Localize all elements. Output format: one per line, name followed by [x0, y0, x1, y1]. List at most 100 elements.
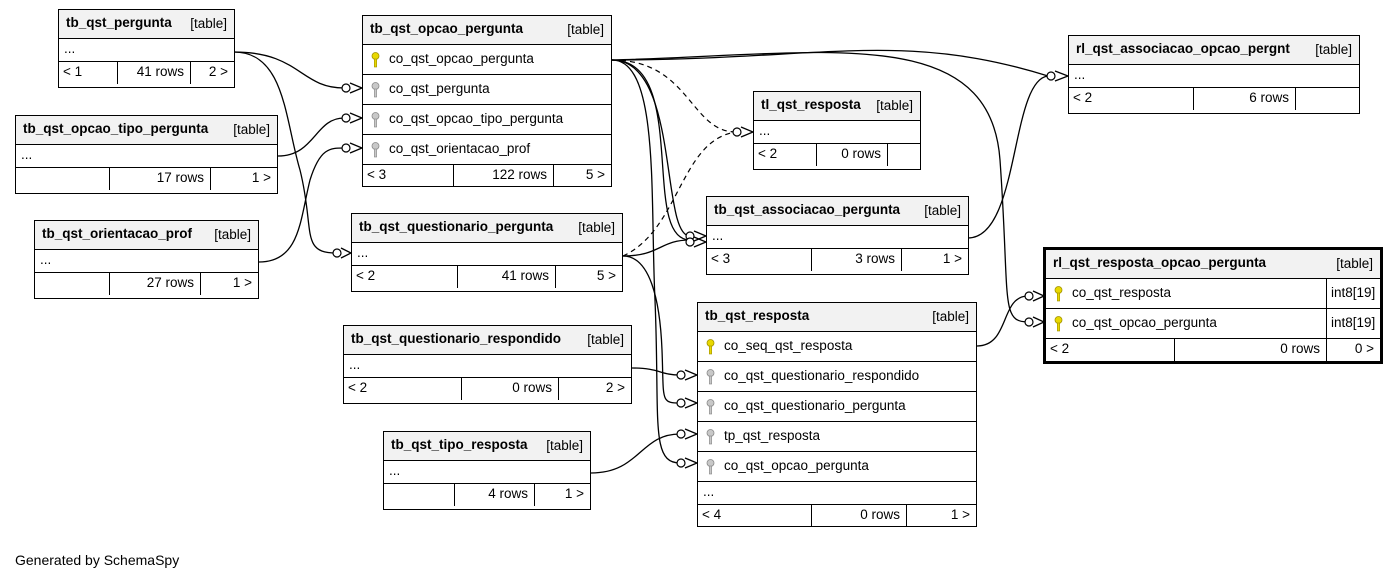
parents-count[interactable]: < 4 [702, 507, 722, 522]
children-count[interactable]: 2 > [190, 62, 234, 84]
table-tb-qst-questionario-respondido[interactable]: tb_qst_questionario_respondido [table] .… [343, 325, 632, 404]
table-footer: < 2 41 rows 5 > [352, 266, 622, 288]
table-header: tb_qst_orientacao_prof [table] [35, 221, 258, 250]
table-name: tb_qst_opcao_tipo_pergunta [23, 121, 209, 136]
foreign-key-icon [706, 369, 715, 385]
table-header: tb_qst_opcao_tipo_pergunta [table] [16, 116, 277, 145]
children-count [887, 144, 920, 166]
column-row[interactable]: co_qst_opcao_pergunta int8[19] [1046, 309, 1380, 339]
children-count[interactable]: 2 > [558, 378, 631, 400]
column-row[interactable]: co_qst_questionario_respondido [698, 362, 976, 392]
primary-key-icon [1054, 286, 1063, 302]
table-tb-qst-tipo-resposta[interactable]: tb_qst_tipo_resposta [table] ... 4 rows … [383, 431, 591, 510]
parents-count[interactable]: < 2 [1073, 90, 1093, 105]
column-name: co_seq_qst_resposta [724, 338, 853, 353]
children-count[interactable]: 1 > [906, 505, 976, 527]
column-row[interactable]: co_qst_opcao_pergunta [363, 45, 611, 75]
table-name: tb_qst_questionario_respondido [351, 331, 562, 346]
table-tb-qst-associacao-pergunta[interactable]: tb_qst_associacao_pergunta [table] ... <… [706, 196, 969, 275]
children-count[interactable]: 1 > [200, 273, 258, 295]
table-footer: 17 rows 1 > [16, 168, 277, 190]
column-row[interactable]: co_qst_resposta int8[19] [1046, 279, 1380, 309]
column-row[interactable]: co_qst_orientacao_prof [363, 135, 611, 165]
parents-count[interactable]: < 1 [63, 64, 83, 79]
table-type-tag: [table] [214, 227, 251, 242]
table-header: tb_qst_questionario_respondido [table] [344, 326, 631, 355]
table-type-tag: [table] [587, 332, 624, 347]
columns-ellipsis: ... [698, 482, 976, 505]
table-tl-qst-resposta[interactable]: tl_qst_resposta [table] ... < 2 0 rows [753, 91, 921, 170]
table-type-tag: [table] [546, 438, 583, 453]
column-row[interactable]: co_qst_opcao_pergunta [698, 452, 976, 482]
table-tb-qst-pergunta[interactable]: tb_qst_pergunta [table] ... < 1 41 rows … [58, 9, 235, 88]
children-count[interactable]: 1 > [901, 249, 968, 271]
column-name: co_qst_orientacao_prof [389, 141, 531, 156]
primary-key-icon [706, 339, 715, 355]
row-count: 17 rows [109, 168, 210, 190]
table-tb-qst-opcao-tipo-pergunta[interactable]: tb_qst_opcao_tipo_pergunta [table] ... 1… [15, 115, 278, 194]
foreign-key-icon [371, 142, 380, 158]
parents-count[interactable]: < 2 [356, 268, 376, 283]
column-row[interactable]: tp_qst_resposta [698, 422, 976, 452]
parents-count[interactable]: < 2 [348, 380, 368, 395]
columns-ellipsis: ... [344, 355, 631, 378]
column-row[interactable]: co_qst_opcao_tipo_pergunta [363, 105, 611, 135]
table-type-tag: [table] [876, 98, 913, 113]
foreign-key-icon [706, 429, 715, 445]
table-name: tb_qst_tipo_resposta [391, 437, 528, 452]
column-name: co_qst_pergunta [389, 81, 490, 96]
children-count[interactable]: 1 > [534, 484, 590, 506]
table-header: tb_qst_associacao_pergunta [table] [707, 197, 968, 226]
columns-ellipsis: ... [16, 145, 277, 168]
parents-count [384, 484, 454, 506]
table-footer: < 4 0 rows 1 > [698, 505, 976, 527]
column-name: co_qst_opcao_pergunta [1072, 315, 1217, 330]
table-type-tag: [table] [233, 122, 270, 137]
children-count[interactable]: 0 > [1326, 339, 1380, 361]
table-type-tag: [table] [932, 309, 969, 324]
children-count[interactable]: 5 > [555, 266, 622, 288]
columns-ellipsis: ... [1069, 65, 1359, 88]
columns-ellipsis: ... [754, 121, 920, 144]
columns-ellipsis: ... [35, 250, 258, 273]
children-count[interactable]: 1 > [210, 168, 277, 190]
column-name: tp_qst_resposta [724, 428, 821, 443]
parents-count[interactable]: < 2 [1050, 341, 1070, 356]
column-name: co_qst_opcao_tipo_pergunta [389, 111, 564, 126]
table-rl-qst-associacao-opcao-pergnt[interactable]: rl_qst_associacao_opcao_pergnt [table] .… [1068, 35, 1360, 114]
table-tb-qst-resposta[interactable]: tb_qst_resposta [table] co_seq_qst_respo… [697, 302, 977, 527]
column-type: int8[19] [1326, 279, 1380, 308]
table-tb-qst-opcao-pergunta[interactable]: tb_qst_opcao_pergunta [table] co_qst_opc… [362, 15, 612, 187]
column-name: co_qst_opcao_pergunta [389, 51, 534, 66]
table-footer: < 1 41 rows 2 > [59, 62, 234, 84]
column-name: co_qst_opcao_pergunta [724, 458, 869, 473]
table-tb-qst-questionario-pergunta[interactable]: tb_qst_questionario_pergunta [table] ...… [351, 213, 623, 292]
column-row[interactable]: co_qst_questionario_pergunta [698, 392, 976, 422]
primary-key-icon [371, 52, 380, 68]
table-tb-qst-orientacao-prof[interactable]: tb_qst_orientacao_prof [table] ... 27 ro… [34, 220, 259, 299]
table-rl-qst-resposta-opcao-pergunta[interactable]: rl_qst_resposta_opcao_pergunta [table] c… [1043, 247, 1383, 364]
column-type: int8[19] [1326, 309, 1380, 338]
row-count: 0 rows [816, 144, 887, 166]
table-footer: < 2 0 rows [754, 144, 920, 166]
row-count: 0 rows [461, 378, 558, 400]
parents-count [16, 168, 109, 190]
table-header: tb_qst_opcao_pergunta [table] [363, 16, 611, 45]
parents-count[interactable]: < 3 [711, 251, 731, 266]
generated-by-note: Generated by SchemaSpy [15, 552, 180, 568]
column-row[interactable]: co_qst_pergunta [363, 75, 611, 105]
parents-count[interactable]: < 2 [758, 146, 778, 161]
children-count[interactable]: 5 > [553, 165, 611, 187]
column-row[interactable]: co_seq_qst_resposta [698, 332, 976, 362]
table-name: tb_qst_resposta [705, 308, 810, 323]
foreign-key-icon [706, 459, 715, 475]
table-name: tb_qst_questionario_pergunta [359, 219, 554, 234]
table-header: tb_qst_questionario_pergunta [table] [352, 214, 622, 243]
table-name: tl_qst_resposta [761, 97, 861, 112]
parents-count[interactable]: < 3 [367, 167, 387, 182]
table-name: tb_qst_pergunta [66, 15, 172, 30]
row-count: 41 rows [117, 62, 190, 84]
primary-key-icon [1054, 316, 1063, 332]
row-count: 6 rows [1193, 88, 1295, 110]
